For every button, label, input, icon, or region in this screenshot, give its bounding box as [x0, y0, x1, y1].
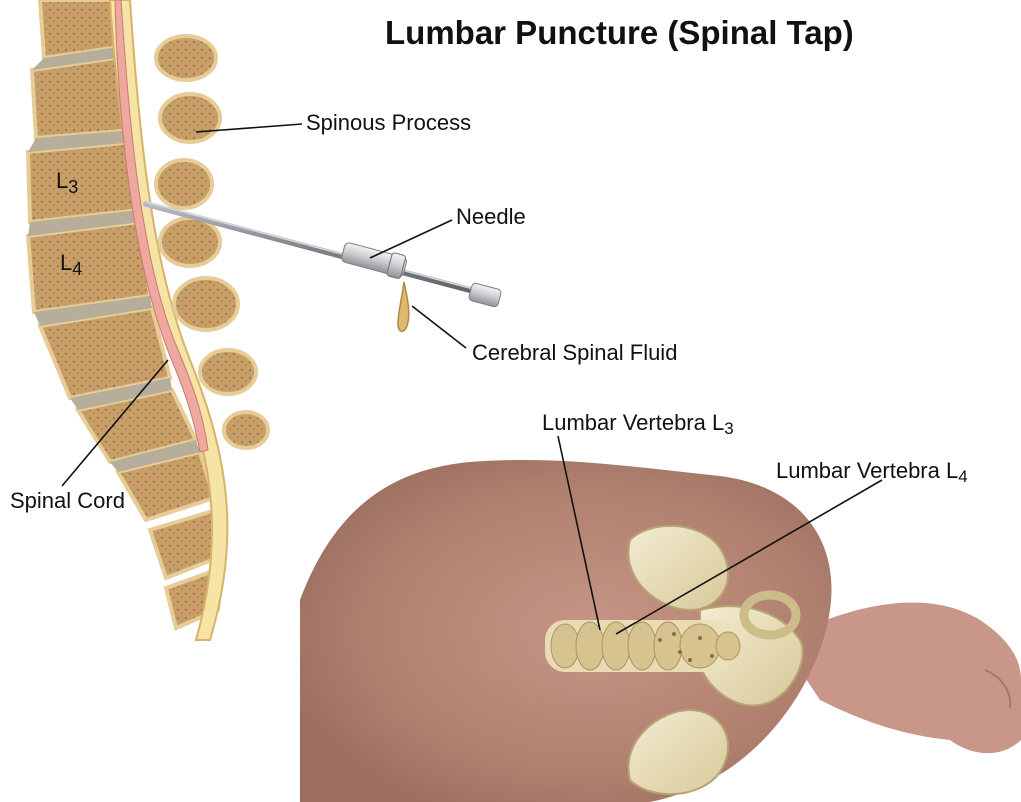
- vertebra-label-l3: L3: [56, 168, 78, 194]
- patient-body: [280, 460, 1021, 802]
- label-spinal-cord: Spinal Cord: [10, 488, 125, 514]
- label-lumbar-vertebra-l3: Lumbar Vertebra L3: [542, 410, 734, 436]
- vertebra-l3-letter: L: [56, 168, 68, 193]
- label-lumbar-vertebra-l4-sub: 4: [958, 467, 967, 486]
- vertebra-l4-letter: L: [60, 250, 72, 275]
- vertebra-l4-sub: 4: [72, 259, 82, 279]
- label-lumbar-vertebra-l3-sub: 3: [724, 419, 733, 438]
- label-cerebral-spinal-fluid: Cerebral Spinal Fluid: [472, 340, 677, 366]
- label-lumbar-vertebra-l3-text: Lumbar Vertebra L: [542, 410, 724, 435]
- label-needle: Needle: [456, 204, 526, 230]
- label-spinous-process: Spinous Process: [306, 110, 471, 136]
- label-lumbar-vertebra-l4-text: Lumbar Vertebra L: [776, 458, 958, 483]
- spine-section: [28, 0, 268, 640]
- label-lumbar-vertebra-l4: Lumbar Vertebra L4: [776, 458, 968, 484]
- vertebra-l3-sub: 3: [68, 177, 78, 197]
- vertebra-label-l4: L4: [60, 250, 82, 276]
- page-title: Lumbar Puncture (Spinal Tap): [385, 14, 854, 52]
- lumbar-spine-dorsal: [545, 620, 740, 672]
